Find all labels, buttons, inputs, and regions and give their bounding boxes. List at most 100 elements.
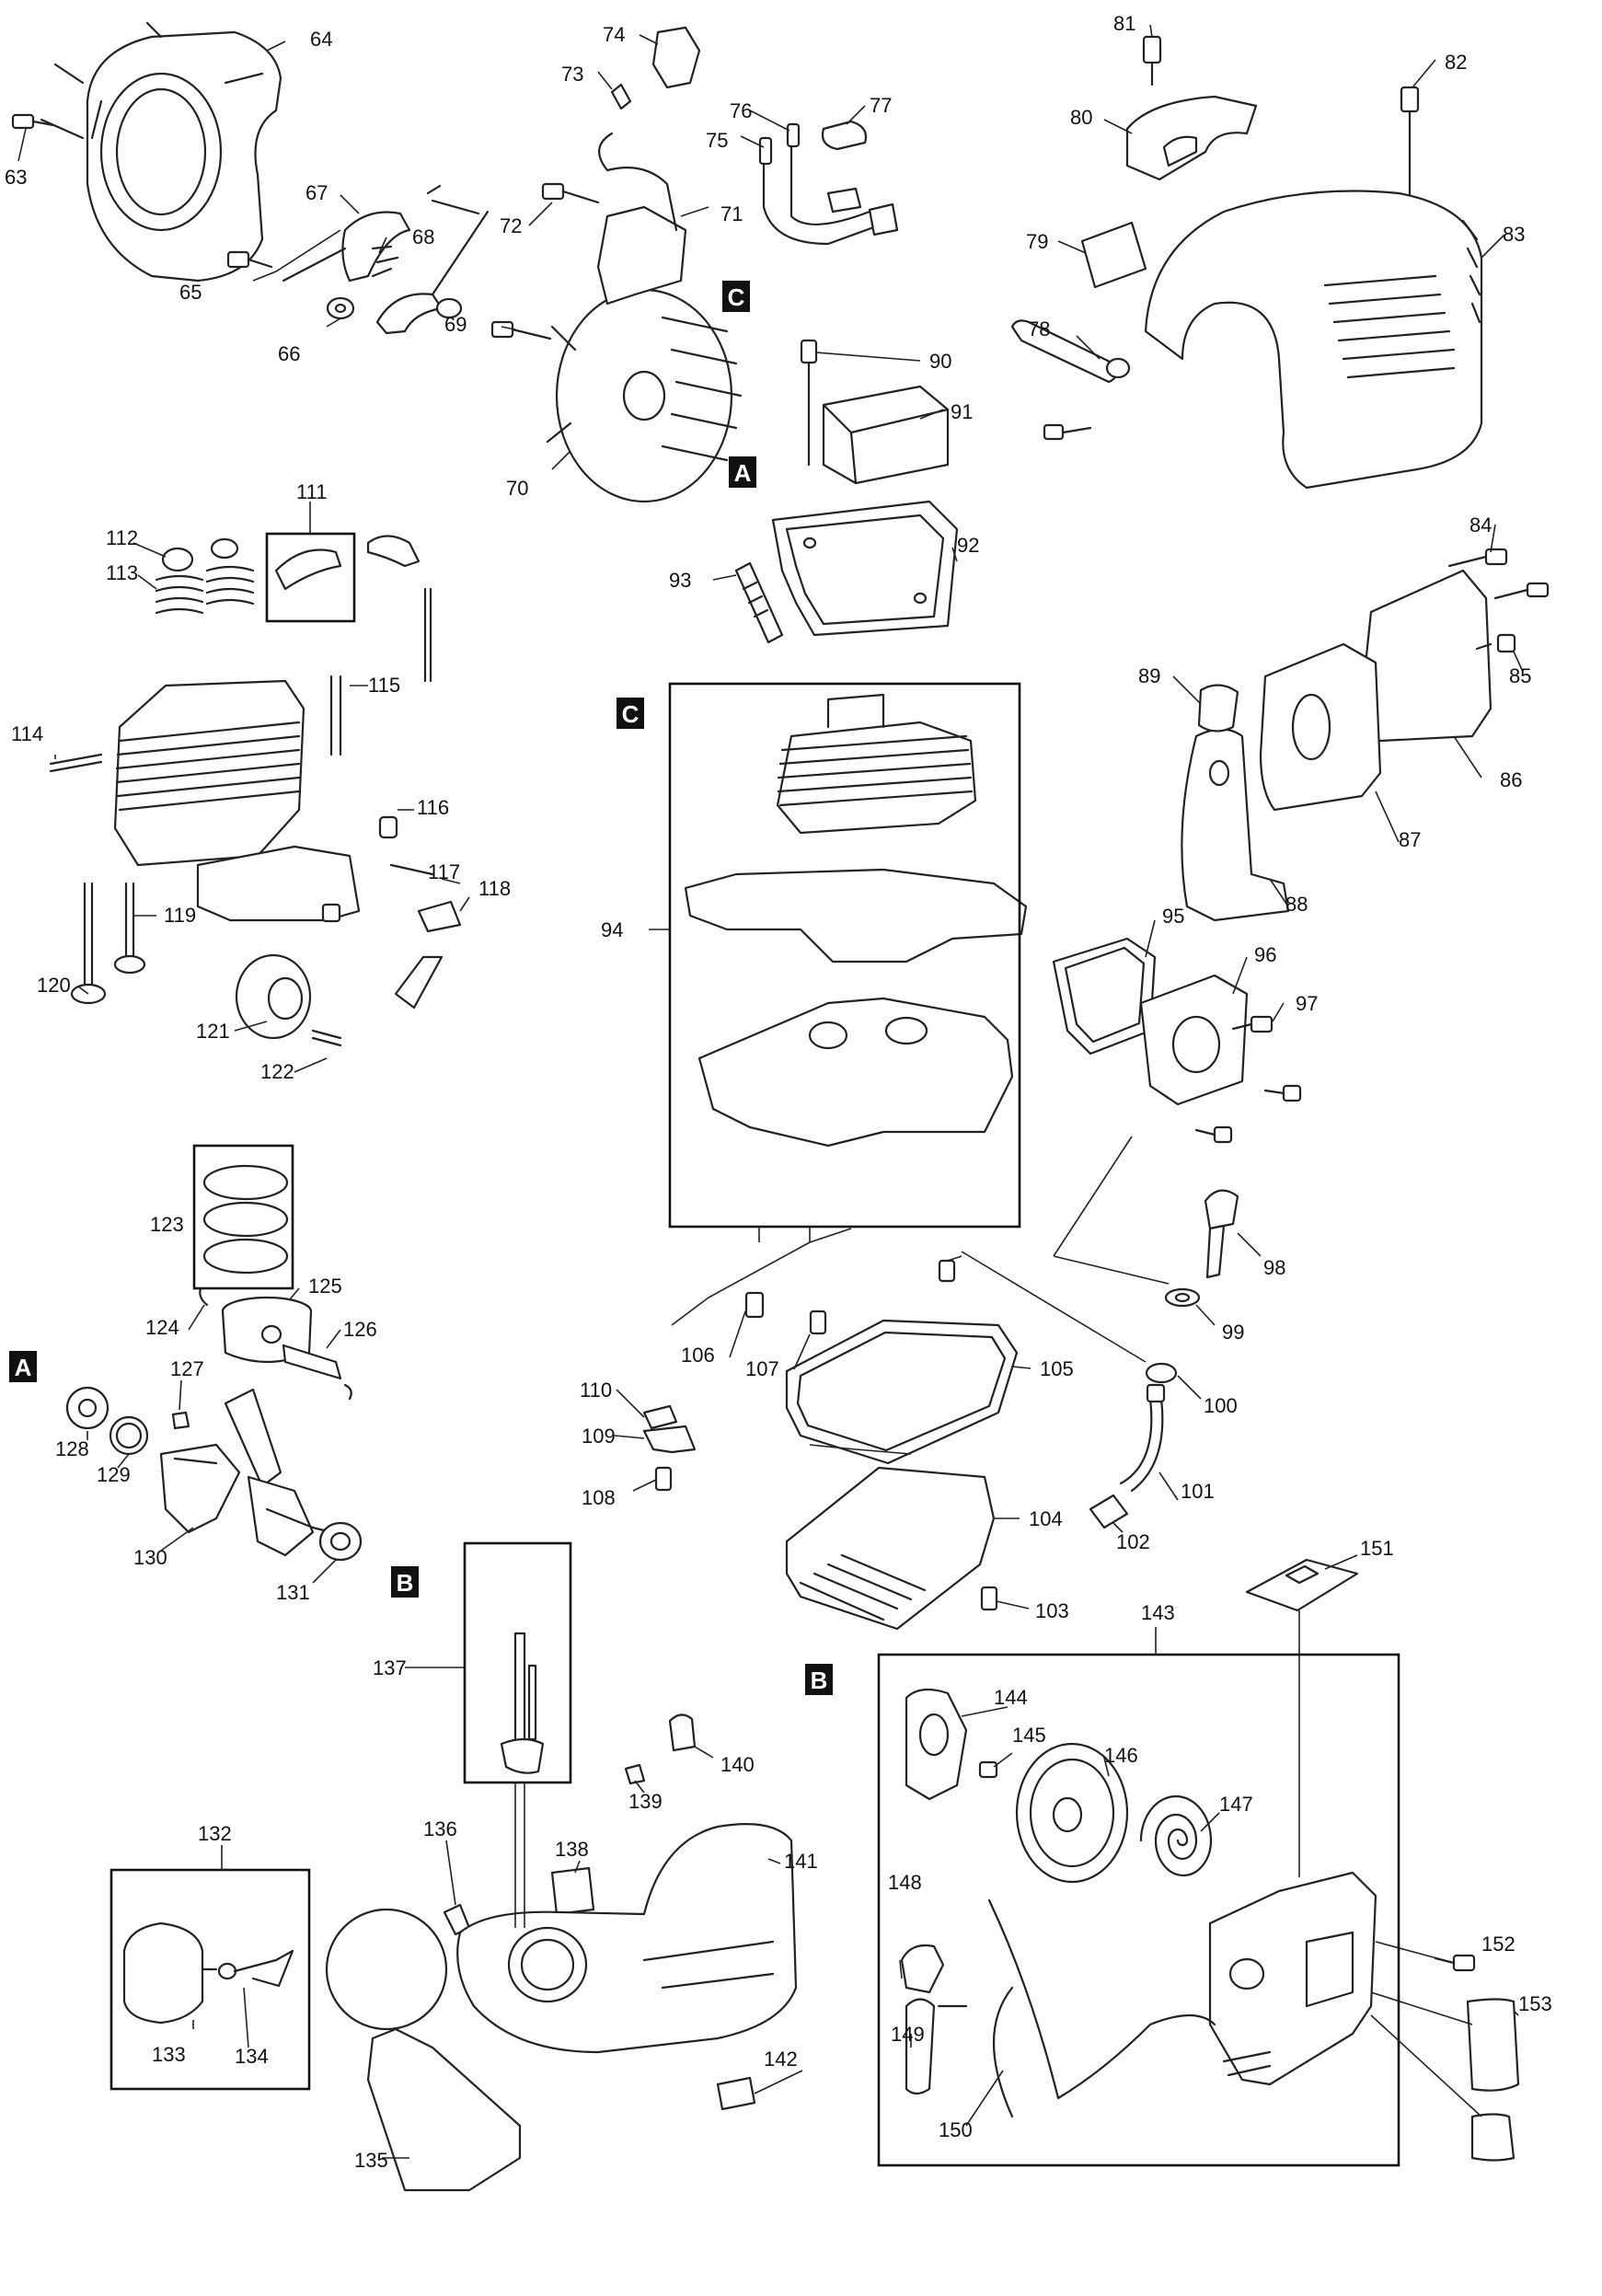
callout-142: 142 bbox=[764, 2048, 798, 2071]
leader-lines bbox=[17, 24, 1524, 2159]
reference-tags: C A C A B B bbox=[9, 281, 833, 1695]
callout-153: 153 bbox=[1518, 1992, 1552, 2015]
oil-hose-drawing bbox=[1089, 1362, 1178, 1529]
callout-68: 68 bbox=[412, 225, 434, 248]
callout-124: 124 bbox=[145, 1316, 179, 1339]
group-box-132 bbox=[109, 1868, 311, 2091]
callout-65: 65 bbox=[179, 281, 202, 304]
group-box-engine bbox=[668, 682, 1021, 1229]
callout-72: 72 bbox=[500, 214, 522, 237]
ref-tag-b-crank: B bbox=[391, 1566, 419, 1598]
callout-112: 112 bbox=[106, 526, 138, 549]
callout-74: 74 bbox=[603, 23, 625, 46]
top-cover-drawing bbox=[1010, 35, 1483, 490]
crankshaft-drawing bbox=[65, 1386, 363, 1562]
callout-147: 147 bbox=[1219, 1793, 1253, 1816]
callout-86: 86 bbox=[1500, 768, 1522, 791]
fan-housing-drawing bbox=[40, 21, 282, 283]
callout-81: 81 bbox=[1113, 12, 1135, 35]
callout-125: 125 bbox=[308, 1275, 342, 1298]
callout-135: 135 bbox=[354, 2149, 388, 2172]
piston-rings-drawing bbox=[202, 1164, 289, 1275]
callout-82: 82 bbox=[1445, 51, 1467, 74]
callout-90: 90 bbox=[929, 350, 951, 373]
callout-91: 91 bbox=[951, 400, 973, 423]
flywheel-drawing bbox=[490, 288, 743, 503]
callout-128: 128 bbox=[55, 1437, 89, 1460]
callout-102: 102 bbox=[1116, 1530, 1150, 1553]
callout-127: 127 bbox=[170, 1357, 204, 1380]
callout-94: 94 bbox=[601, 918, 623, 941]
screw-63-drawing bbox=[11, 113, 55, 130]
callout-146: 146 bbox=[1104, 1744, 1138, 1767]
group-box-123 bbox=[192, 1144, 294, 1290]
breather-drawing bbox=[1164, 1189, 1239, 1308]
screw-65-drawing bbox=[226, 250, 273, 269]
svg-text:C: C bbox=[728, 283, 745, 311]
valve-cover-drawing bbox=[771, 339, 959, 637]
callout-130: 130 bbox=[133, 1546, 167, 1569]
callout-78: 78 bbox=[1028, 317, 1050, 340]
callout-136: 136 bbox=[423, 1817, 457, 1840]
callout-labels: 63 64 65 66 67 68 69 70 71 72 73 74 75 7… bbox=[5, 12, 1552, 2172]
callout-76: 76 bbox=[730, 99, 752, 122]
callout-79: 79 bbox=[1026, 230, 1048, 253]
callout-129: 129 bbox=[97, 1463, 131, 1486]
callout-69: 69 bbox=[444, 313, 467, 336]
callout-139: 139 bbox=[628, 1790, 663, 1813]
svg-text:C: C bbox=[622, 700, 640, 728]
clutch-parts-drawing bbox=[282, 184, 490, 335]
callout-87: 87 bbox=[1399, 828, 1421, 851]
callout-92: 92 bbox=[957, 534, 979, 557]
svg-text:B: B bbox=[397, 1569, 414, 1597]
callout-131: 131 bbox=[276, 1581, 310, 1604]
callout-126: 126 bbox=[343, 1318, 377, 1341]
callout-75: 75 bbox=[706, 129, 728, 152]
callout-63: 63 bbox=[5, 166, 27, 189]
svg-text:A: A bbox=[734, 459, 752, 487]
callout-67: 67 bbox=[305, 181, 328, 204]
ref-tag-a-crank: A bbox=[9, 1351, 37, 1382]
callout-66: 66 bbox=[278, 342, 300, 365]
callout-149: 149 bbox=[891, 2023, 925, 2046]
callout-101: 101 bbox=[1181, 1480, 1215, 1503]
fuel-tank-drawing bbox=[443, 1632, 798, 2111]
callout-109: 109 bbox=[582, 1425, 616, 1448]
callout-132: 132 bbox=[198, 1822, 232, 1845]
callout-83: 83 bbox=[1503, 223, 1525, 246]
callout-108: 108 bbox=[582, 1486, 616, 1509]
callout-122: 122 bbox=[260, 1060, 294, 1083]
callout-140: 140 bbox=[720, 1753, 755, 1776]
callout-88: 88 bbox=[1285, 893, 1308, 916]
callout-93: 93 bbox=[669, 569, 691, 592]
group-box-137 bbox=[463, 1541, 572, 1784]
callout-105: 105 bbox=[1040, 1357, 1074, 1380]
callout-118: 118 bbox=[478, 877, 511, 900]
piston-drawing bbox=[199, 1286, 352, 1401]
callout-150: 150 bbox=[939, 2118, 973, 2141]
intake-gasket-drawing bbox=[1052, 937, 1302, 1144]
callout-103: 103 bbox=[1035, 1599, 1069, 1622]
callout-138: 138 bbox=[555, 1838, 589, 1861]
callout-104: 104 bbox=[1029, 1507, 1063, 1530]
callout-73: 73 bbox=[561, 63, 583, 86]
ref-tag-c-top: C bbox=[722, 281, 750, 312]
callout-148: 148 bbox=[888, 1871, 922, 1894]
callout-89: 89 bbox=[1138, 664, 1160, 687]
callout-84: 84 bbox=[1469, 513, 1492, 537]
muffler-drawing bbox=[1181, 548, 1550, 922]
callout-152: 152 bbox=[1481, 1933, 1516, 1956]
spark-plug-drawing bbox=[734, 561, 784, 644]
svg-text:B: B bbox=[811, 1667, 828, 1694]
ignition-coil-drawing bbox=[541, 26, 701, 306]
callout-116: 116 bbox=[417, 796, 449, 819]
callout-113: 113 bbox=[106, 561, 138, 584]
callout-121: 121 bbox=[196, 1020, 230, 1043]
callout-97: 97 bbox=[1296, 992, 1318, 1015]
callout-111: 111 bbox=[296, 480, 327, 503]
callout-115: 115 bbox=[368, 674, 400, 697]
wiring-harness-drawing bbox=[758, 120, 899, 246]
callout-100: 100 bbox=[1204, 1394, 1238, 1417]
callout-145: 145 bbox=[1012, 1724, 1046, 1747]
